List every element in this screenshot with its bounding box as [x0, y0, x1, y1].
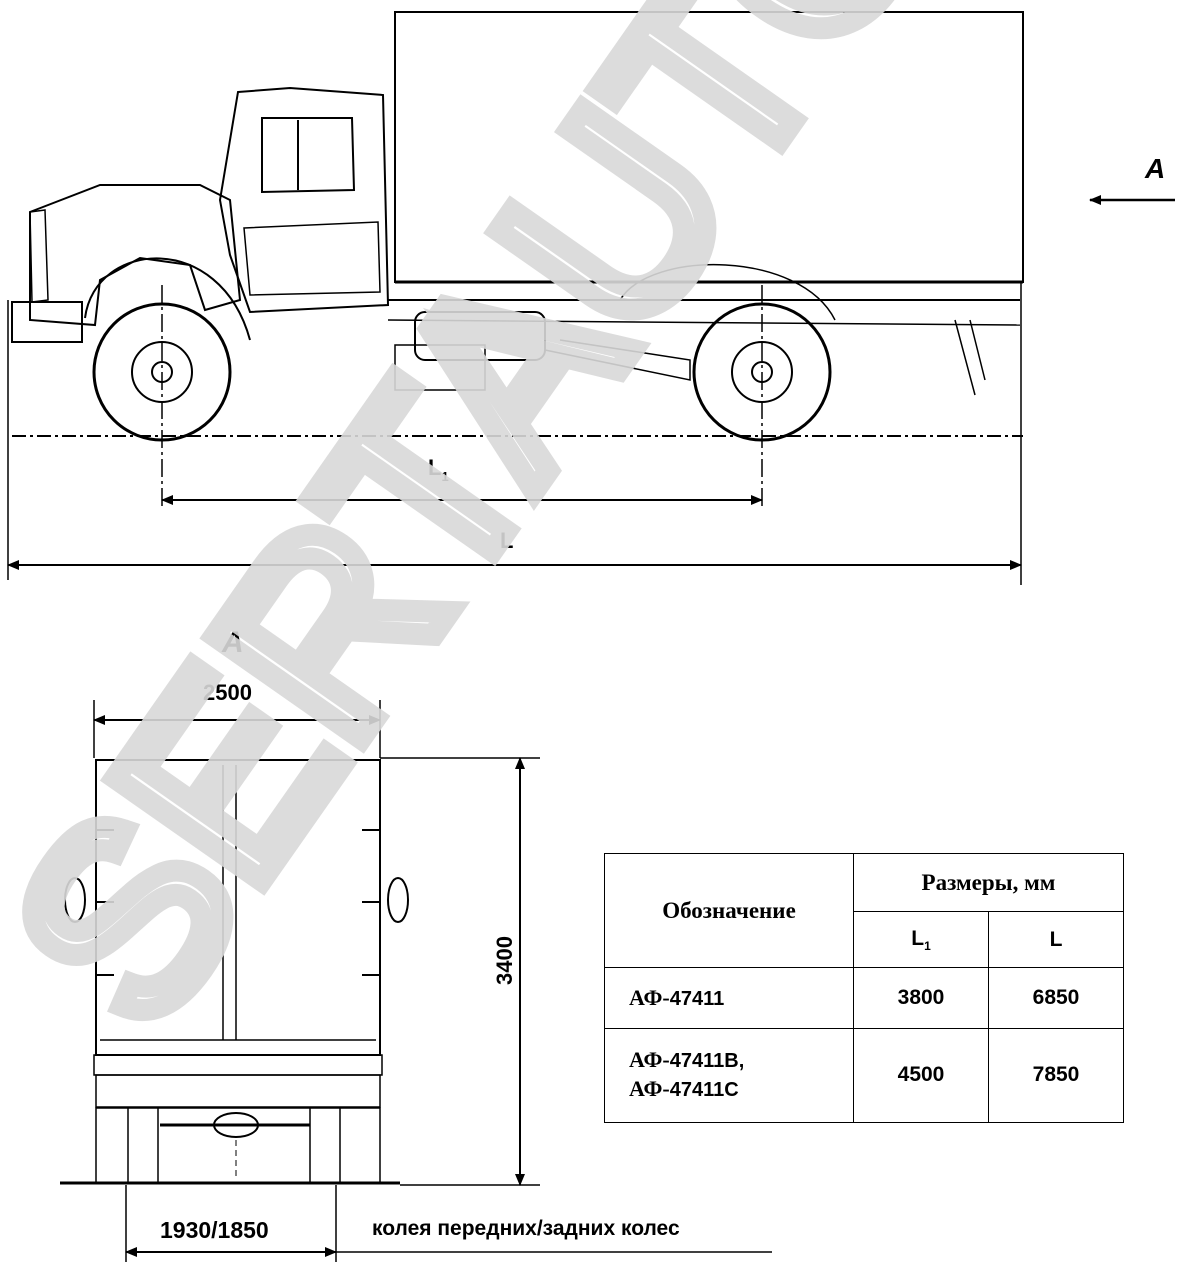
hood [29, 184, 242, 327]
side-extension-lines [7, 282, 1022, 585]
model-cell: АФ-47411В, АФ-47411С [604, 1027, 854, 1124]
fuel-tank [414, 311, 546, 361]
model-cell: АФ-47411 [604, 967, 854, 1029]
cab [218, 86, 390, 314]
width-value: 2500 [203, 680, 252, 705]
length-label: L [500, 528, 513, 553]
view-a-arrow-label: A [1144, 153, 1165, 184]
track-caption: колея передних/задних колес [372, 1217, 680, 1240]
header-dimensions: Размеры, мм [853, 852, 1124, 913]
l1-cell: 4500 [853, 1027, 989, 1124]
dimension-overall-length: L [7, 528, 1022, 570]
dimension-track: 1930/1850 колея передних/задних колес [125, 1185, 772, 1262]
table-row: АФ-47411В, АФ-47411С 4500 7850 [604, 1027, 1124, 1124]
header-l1: L1 [853, 911, 989, 969]
view-a-arrow: A [1089, 153, 1175, 205]
left-marker-lamp [64, 877, 86, 923]
track-value: 1930/1850 [160, 1217, 269, 1243]
rear-view-title: A [221, 626, 244, 659]
header-l: L [988, 911, 1124, 969]
dimension-height: 3400 [380, 757, 540, 1186]
wheelbase-label: L1 [428, 455, 449, 484]
height-value: 3400 [492, 936, 517, 985]
header-designation: Обозначение [604, 852, 854, 969]
dimensions-table: Обозначение Размеры, мм L1 L АФ-47411 38… [604, 852, 1124, 1124]
l1-cell: 3800 [853, 967, 989, 1029]
cab-window [261, 117, 356, 194]
truck-rear-view [60, 759, 409, 1185]
table-row: АФ-47411 3800 6850 [604, 967, 1124, 1029]
dimension-width: 2500 [93, 680, 381, 758]
l-cell: 7850 [988, 1027, 1124, 1124]
right-marker-lamp [387, 877, 409, 923]
dimension-wheelbase: L1 [161, 455, 763, 505]
l-cell: 6850 [988, 967, 1124, 1029]
